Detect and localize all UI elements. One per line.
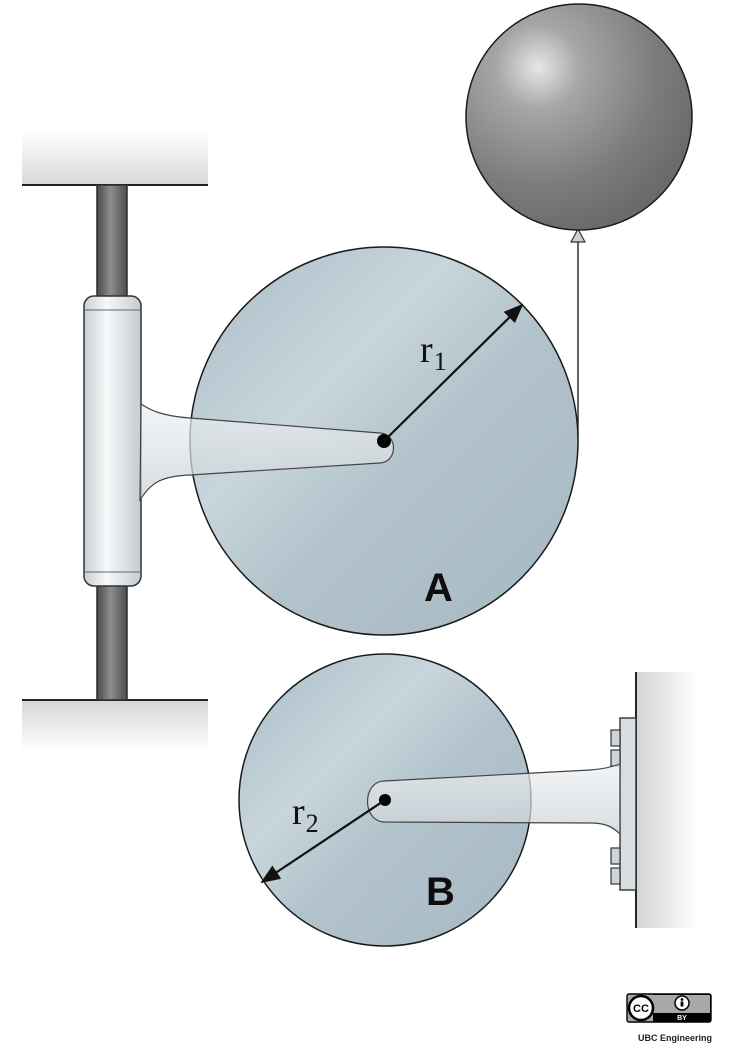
ceiling-support: [22, 130, 208, 186]
bolt-icon: [610, 729, 621, 747]
radius-2-arrow: [260, 799, 386, 884]
cc-logo-icon: [627, 994, 655, 1022]
radius-1-arrow: [383, 303, 524, 442]
radius-2-label: r2: [292, 791, 319, 838]
radius-2-subscript: 2: [306, 809, 319, 838]
license-badge: CC BY: [626, 993, 712, 1023]
disk-a-label: A: [424, 566, 453, 610]
disk-b-label: B: [426, 870, 455, 914]
disk-a-arm: [139, 402, 394, 503]
floor-support: [22, 699, 208, 752]
mounting-plate: [619, 717, 637, 891]
license-by-label: BY: [677, 1015, 687, 1022]
mounting-bolts: [610, 729, 621, 885]
balloon-knot: [569, 227, 587, 243]
cc-logo-text: CC: [633, 1003, 649, 1015]
bolt-icon: [610, 847, 621, 865]
radius-1-main: r: [420, 329, 433, 371]
radius-2-main: r: [292, 791, 305, 833]
disk-b-arm: [366, 763, 621, 836]
wall-support: [635, 672, 698, 928]
shaft-sleeve: [83, 295, 142, 587]
radius-1-label: r1: [420, 329, 447, 376]
credit-label: UBC Engineering: [638, 1033, 712, 1043]
balloon: [465, 3, 693, 231]
radius-1-subscript: 1: [434, 347, 447, 376]
bolt-icon: [610, 867, 621, 885]
bolt-icon: [610, 749, 621, 767]
